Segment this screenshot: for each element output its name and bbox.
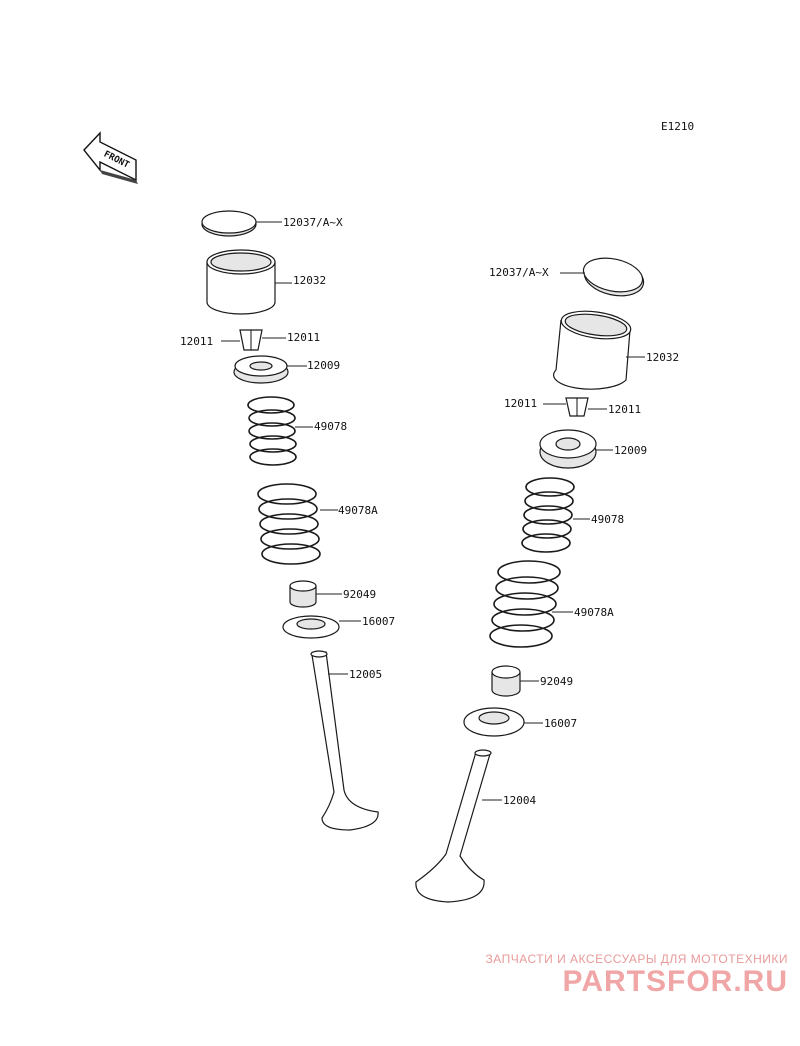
- right-outer-spring-label: 49078A: [574, 606, 614, 619]
- right-stem-seal: [491, 665, 521, 697]
- right-retainer-label: 12009: [614, 444, 647, 457]
- right-spring-seat: [463, 707, 525, 737]
- left-valve-lifter: [206, 249, 276, 315]
- left-shim-label: 12037/A~X: [283, 216, 343, 229]
- right-spring-retainer: [539, 429, 597, 469]
- watermark: ЗАПЧАСТИ И АКСЕССУАРЫ ДЛЯ МОТОТЕХНИКИ PA…: [486, 952, 788, 998]
- front-arrow-icon: FRONT: [83, 131, 138, 184]
- right-outer-spring: [489, 560, 561, 648]
- right-inner-spring: [521, 477, 575, 553]
- left-stem-seal: [289, 580, 317, 608]
- left-lifter-label: 12032: [293, 274, 326, 287]
- right-cotter: [565, 397, 589, 417]
- right-valve-label: 12004: [503, 794, 536, 807]
- left-inner-spring: [247, 396, 297, 466]
- watermark-logo: PARTSFOR.RU: [562, 965, 788, 998]
- right-inner-spring-label: 49078: [591, 513, 624, 526]
- left-spring-retainer: [233, 355, 289, 384]
- left-outer-spring-label: 49078A: [338, 504, 378, 517]
- right-shim: [582, 257, 645, 297]
- left-outer-spring: [257, 483, 321, 565]
- left-retainer-label: 12009: [307, 359, 340, 372]
- left-seal-label: 92049: [343, 588, 376, 601]
- right-cotter-label-b: 12011: [608, 403, 641, 416]
- left-cotter-label-a: 12011: [180, 335, 213, 348]
- right-seal-label: 92049: [540, 675, 573, 688]
- watermark-tagline: ЗАПЧАСТИ И АКСЕССУАРЫ ДЛЯ МОТОТЕХНИКИ: [485, 952, 788, 966]
- right-lifter-label: 12032: [646, 351, 679, 364]
- left-valve: [310, 650, 379, 831]
- right-valve: [415, 749, 492, 903]
- right-valve-lifter: [553, 310, 632, 390]
- right-seat-label: 16007: [544, 717, 577, 730]
- right-cotter-label-a: 12011: [504, 397, 537, 410]
- diagram-code: E1210: [661, 120, 694, 133]
- left-cotter: [239, 329, 263, 351]
- left-valve-label: 12005: [349, 668, 382, 681]
- left-spring-seat: [282, 615, 340, 639]
- left-seat-label: 16007: [362, 615, 395, 628]
- right-shim-label: 12037/A~X: [489, 266, 549, 279]
- left-cotter-label-b: 12011: [287, 331, 320, 344]
- left-inner-spring-label: 49078: [314, 420, 347, 433]
- left-shim: [201, 210, 257, 237]
